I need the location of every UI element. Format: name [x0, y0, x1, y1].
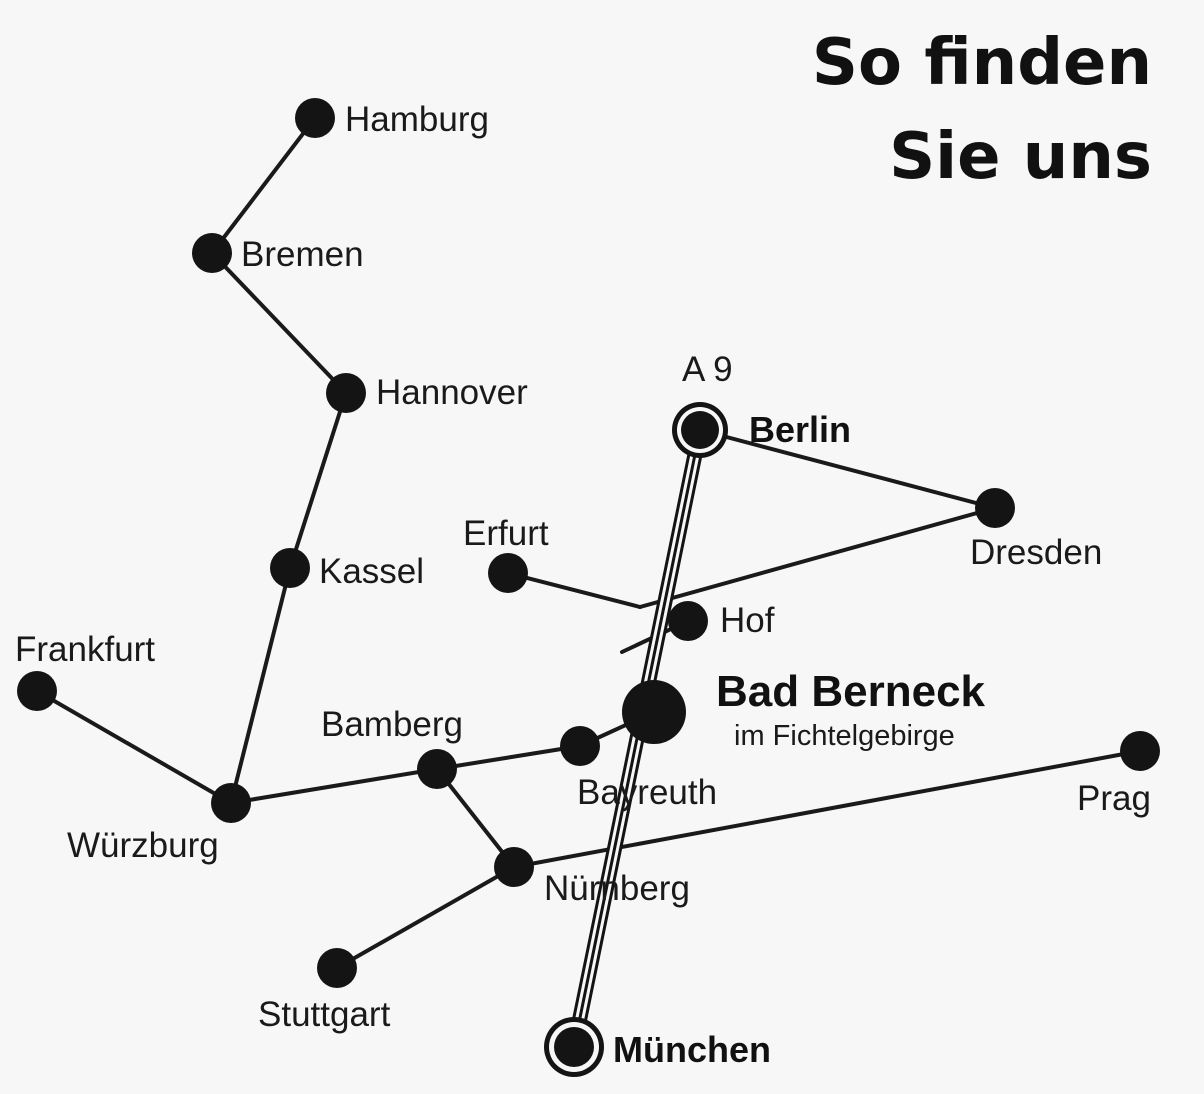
a9-endpoint-berlin	[672, 402, 728, 458]
road-bamberg-bayreuth	[435, 744, 582, 771]
road-wuerzburg-bamberg	[229, 767, 439, 805]
label-stuttgart: Stuttgart	[258, 995, 391, 1034]
destination-name: Bad Berneck	[716, 667, 986, 716]
city-dot-bayreuth	[560, 726, 600, 766]
heading-line-2: Sie uns	[889, 120, 1152, 194]
label-berlin: Berlin	[749, 409, 851, 450]
label-bayreuth: Bayreuth	[577, 773, 717, 812]
city-dot-nuernberg	[494, 847, 534, 887]
road-junction-dresden	[638, 506, 997, 609]
city-dot-prag	[1120, 731, 1160, 771]
road-frankfurt-wuerzburg	[35, 689, 233, 805]
road-network	[35, 116, 1142, 970]
city-dot-bremen	[192, 233, 232, 273]
road-bremen-hannover	[210, 251, 348, 395]
road-hannover-kassel	[288, 391, 348, 570]
label-hannover: Hannover	[376, 373, 528, 412]
city-dot-bamberg	[417, 749, 457, 789]
label-nuernberg: Nürnberg	[544, 869, 690, 908]
city-dot-kassel	[270, 548, 310, 588]
label-bremen: Bremen	[241, 235, 364, 274]
label-muenchen: München	[613, 1029, 771, 1070]
label-bamberg: Bamberg	[321, 705, 463, 744]
label-hof: Hof	[720, 601, 775, 640]
label-prag: Prag	[1077, 779, 1151, 818]
road-kassel-wuerzburg	[229, 566, 292, 805]
city-dot-erfurt	[488, 553, 528, 593]
label-kassel: Kassel	[319, 552, 424, 591]
road-nuernberg-stuttgart	[335, 865, 516, 970]
label-dresden: Dresden	[970, 533, 1102, 572]
road-erfurt-junction	[506, 571, 642, 609]
label-a9: A 9	[682, 350, 733, 389]
city-dot-wuerzburg	[211, 783, 251, 823]
city-dot-hannover	[326, 373, 366, 413]
city-dot-frankfurt	[17, 671, 57, 711]
road-berlin-dresden	[698, 428, 997, 510]
city-dot-hamburg	[295, 98, 335, 138]
city-dot-stuttgart	[317, 948, 357, 988]
label-frankfurt: Frankfurt	[15, 630, 155, 669]
heading-line-1: So finden	[812, 26, 1152, 100]
road-hamburg-bremen	[210, 116, 317, 255]
label-hamburg: Hamburg	[345, 100, 489, 139]
road-bamberg-nuernberg	[435, 767, 516, 869]
label-wuerzburg: Würzburg	[67, 826, 219, 865]
destination-subtitle: im Fichtelgebirge	[734, 720, 955, 752]
destination-dot-badberneck	[622, 680, 686, 744]
a9-endpoint-muenchen	[544, 1017, 604, 1077]
city-dot-hof	[668, 601, 708, 641]
label-erfurt: Erfurt	[463, 514, 549, 553]
city-dot-dresden	[975, 488, 1015, 528]
city-markers	[17, 98, 1160, 988]
